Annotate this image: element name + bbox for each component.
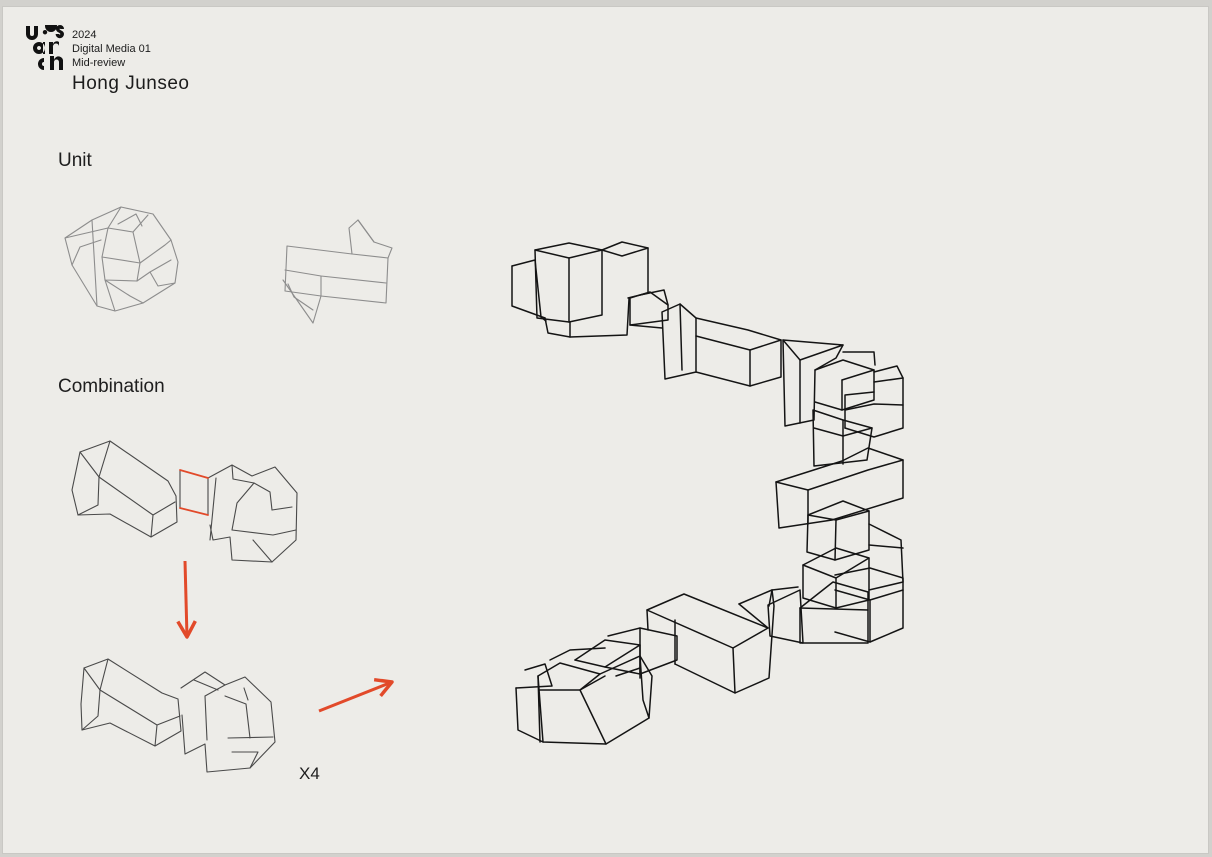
review-stage: Mid-review [72,57,126,69]
multiplier-label: X4 [299,764,320,783]
unit-a-drawing [64,206,179,312]
unit-b-drawing [282,219,393,324]
combination-heading: Combination [58,376,165,397]
arrow-right-icon [318,677,394,713]
combination-step1-drawing [71,440,298,563]
sheet: 2024 Digital Media 01 Mid-review Hong Ju… [2,6,1209,854]
year: 2024 [72,29,97,41]
author-name: Hong Junseo [72,73,190,94]
assembled-structure-drawing [511,241,904,745]
arrow-down-icon [176,560,197,639]
junction-highlight [179,469,209,516]
uos-arch-logo [26,25,64,70]
combination-step2-drawing [80,658,276,773]
course-name: Digital Media 01 [72,43,151,55]
header-meta: 2024 Digital Media 01 Mid-review Hong Ju… [72,28,189,96]
unit-heading: Unit [58,150,92,171]
